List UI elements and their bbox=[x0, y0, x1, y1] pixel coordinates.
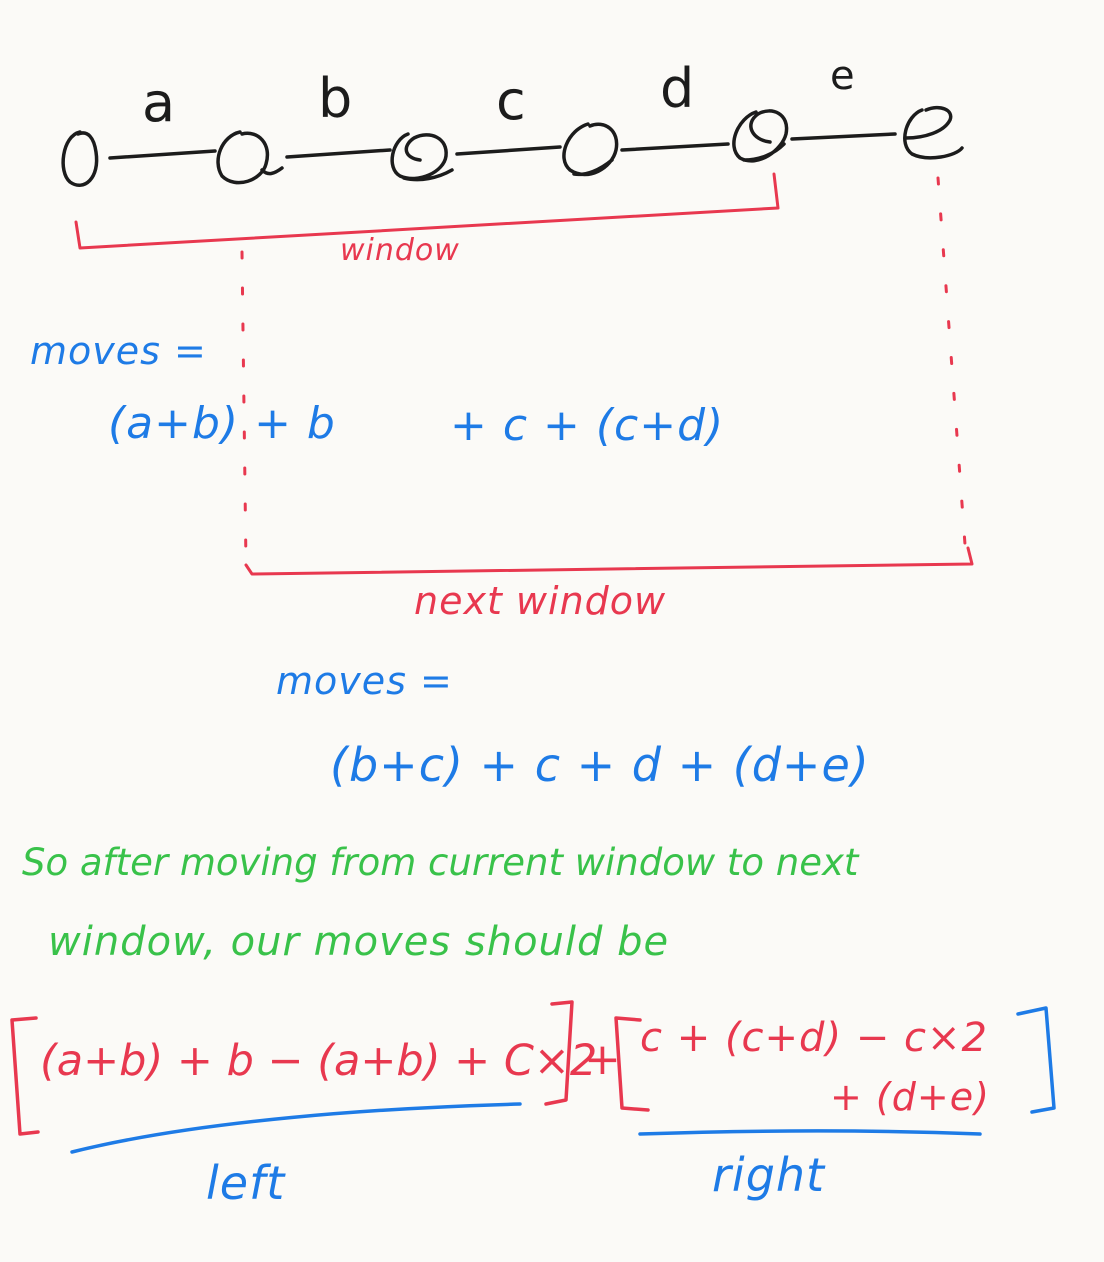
edge-d bbox=[620, 142, 730, 152]
window-label: window bbox=[340, 233, 460, 268]
moves-expr-current-right: + c + (c+d) bbox=[450, 400, 725, 451]
edge-label-d: d bbox=[660, 57, 696, 120]
left-underline bbox=[70, 1102, 522, 1154]
moves-expr-next: (b+c) + c + d + (d+e) bbox=[330, 738, 870, 792]
left-label: left bbox=[206, 1156, 286, 1210]
chain-nodes bbox=[61, 105, 964, 187]
right-open-bracket bbox=[614, 1016, 650, 1112]
formula-plus: + bbox=[584, 1034, 622, 1085]
node-5 bbox=[732, 109, 789, 163]
formula-left-expr: (a+b) + b − (a+b) + C×2 bbox=[40, 1036, 598, 1086]
moves-label-current: moves = bbox=[30, 329, 207, 373]
chain-edges bbox=[108, 132, 897, 160]
left-open-bracket bbox=[10, 1016, 40, 1136]
formula-underlines bbox=[70, 1102, 982, 1154]
formula-right-top: c + (c+d) − c×2 bbox=[640, 1015, 988, 1061]
right-close-bracket bbox=[1016, 1006, 1056, 1114]
formula-brackets bbox=[10, 1000, 1056, 1136]
next-window-label: next window bbox=[414, 579, 667, 623]
conclusion-line-2: window, our moves should be bbox=[48, 919, 670, 965]
edge-label-c: c bbox=[496, 69, 527, 132]
edge-e bbox=[790, 132, 897, 141]
conclusion-line-1: So after moving from current window to n… bbox=[22, 841, 859, 884]
node-1 bbox=[61, 130, 99, 187]
moves-label-next: moves = bbox=[276, 659, 453, 703]
node-2 bbox=[216, 130, 284, 185]
edge-label-a: a bbox=[142, 71, 177, 134]
next-window-bracket bbox=[244, 546, 974, 576]
edge-a bbox=[108, 149, 217, 160]
node-6 bbox=[903, 105, 964, 160]
node-4 bbox=[562, 122, 619, 177]
edge-label-b: b bbox=[318, 67, 354, 130]
edge-c bbox=[455, 145, 562, 156]
moves-expr-current-left: (a+b) + b bbox=[108, 398, 336, 449]
node-3 bbox=[390, 132, 454, 182]
formula-right-bottom: + (d+e) bbox=[830, 1075, 990, 1119]
left-close-bracket bbox=[544, 1000, 574, 1106]
right-label: right bbox=[712, 1148, 826, 1202]
edge-label-e: e bbox=[830, 53, 856, 99]
edge-b bbox=[285, 148, 392, 159]
right-underline bbox=[638, 1129, 982, 1136]
window-bracket bbox=[74, 172, 780, 250]
